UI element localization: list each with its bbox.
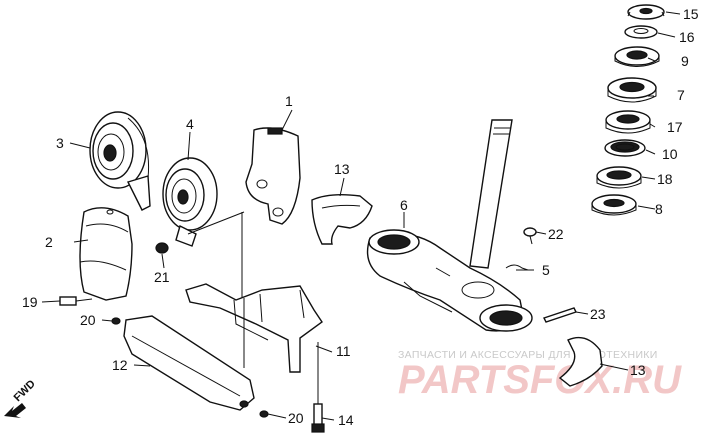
assembly-guides	[187, 211, 319, 404]
callout-10: 10	[662, 146, 678, 162]
horn-left	[89, 111, 151, 211]
callout-11: 11	[336, 343, 351, 359]
callout-4: 4	[186, 116, 194, 132]
bolt-19	[59, 296, 93, 306]
screw-20-upper	[111, 317, 121, 325]
callout-22: 22	[548, 226, 564, 242]
callouts: 1 2 3 4 5 6 7 8 9 10 11 12 13 13 14 15 1…	[22, 6, 699, 428]
clip-5	[505, 264, 529, 271]
callout-1: 1	[285, 93, 293, 109]
dust-seal	[607, 77, 657, 103]
cable-guide-upper	[311, 193, 373, 245]
horn-right	[162, 157, 218, 247]
watermark: ЗАПЧАСТИ И АКСЕССУАРЫ ДЛЯ МОТОТЕХНИКИ PA…	[398, 349, 682, 402]
callout-7: 7	[677, 87, 685, 103]
callout-23: 23	[590, 306, 606, 322]
upper-bearing-race	[605, 110, 651, 134]
callout-15: 15	[683, 6, 699, 22]
callout-19: 19	[22, 294, 38, 310]
horn-bracket	[245, 127, 301, 225]
callout-8: 8	[655, 201, 663, 217]
adjusting-nut	[614, 46, 660, 67]
callout-5: 5	[542, 262, 550, 278]
cable-guide-lower	[558, 336, 603, 387]
nut-21	[155, 242, 169, 254]
callout-20-upper: 20	[80, 312, 96, 328]
fwd-indicator: FWD	[4, 378, 38, 418]
callout-14: 14	[338, 412, 354, 428]
steel-balls	[604, 139, 646, 157]
leader-lines	[41, 11, 681, 421]
fwd-label: FWD	[12, 378, 38, 404]
emblem-plate	[123, 315, 255, 411]
steering-stem-nut	[627, 4, 665, 20]
watermark-logo: PARTSFOX.RU	[398, 358, 682, 402]
mount-frame	[185, 283, 323, 373]
bottom-cone-race	[591, 194, 637, 216]
callout-6: 6	[400, 197, 408, 213]
screw-20-lower	[259, 410, 269, 418]
callout-18: 18	[657, 171, 673, 187]
callout-21: 21	[154, 269, 170, 285]
callout-13-upper: 13	[334, 161, 350, 177]
callout-20-lower: 20	[288, 410, 304, 426]
callout-2: 2	[45, 234, 53, 250]
fwd-arrow-icon	[4, 403, 26, 418]
callout-3: 3	[56, 135, 64, 151]
bolt-22	[523, 227, 537, 245]
callout-13-lower: 13	[630, 362, 646, 378]
horn-cover	[79, 207, 133, 301]
callout-9: 9	[681, 53, 689, 69]
lock-washer	[624, 25, 658, 39]
lower-bearing-race	[596, 166, 642, 189]
steering-stem	[366, 119, 533, 332]
callout-12: 12	[112, 357, 128, 373]
callout-17: 17	[667, 119, 683, 135]
bolt-23	[543, 307, 577, 323]
callout-16: 16	[679, 29, 695, 45]
